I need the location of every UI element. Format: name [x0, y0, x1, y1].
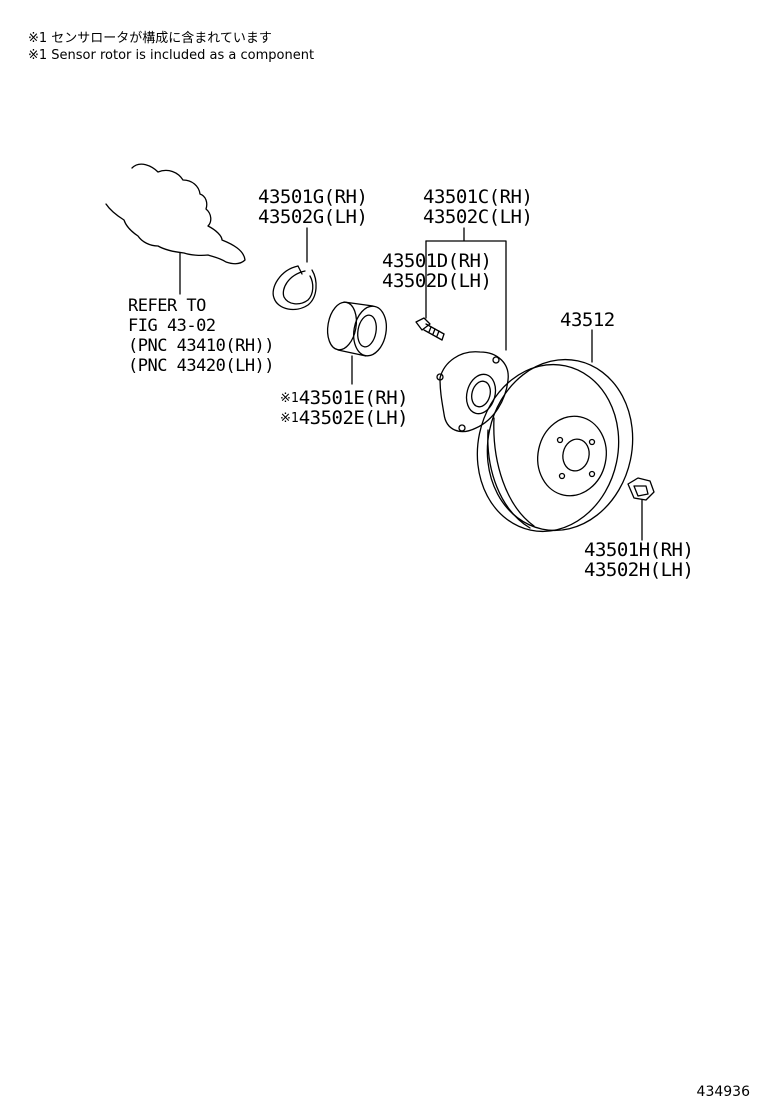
disc-label: 43512: [560, 309, 615, 331]
bearing-label-rh: ※143501E(RH): [280, 387, 409, 409]
nut-part: [627, 477, 655, 501]
snap-ring-label-rh: 43501G(RH): [258, 186, 368, 208]
bearing-number-lh: 43502E(LH): [298, 407, 409, 429]
bearing-label-lh: ※143502E(LH): [280, 407, 409, 429]
hub-bolt-label-rh: 43501D(RH): [382, 250, 492, 272]
reference-line-4: (PNC 43420(LH)): [128, 356, 275, 376]
reference-line-1: REFER TO: [128, 296, 206, 316]
nut-label-rh: 43501H(RH): [584, 539, 694, 561]
hub-bracket: [425, 227, 507, 351]
nut-label-lh: 43502H(LH): [584, 559, 694, 581]
disc-part: [476, 358, 634, 533]
component-mark: ※1: [280, 411, 299, 426]
reference-line-3: (PNC 43410(RH)): [128, 336, 275, 356]
note-english: ※1 Sensor rotor is included as a compone…: [28, 48, 315, 63]
hub-label-lh: 43502C(LH): [423, 206, 533, 228]
hub-part: [436, 351, 509, 433]
hub-bolt-part: [415, 317, 445, 341]
component-mark: ※1: [280, 391, 299, 406]
bearing-number-rh: 43501E(RH): [298, 387, 409, 409]
reference-line-2: FIG 43-02: [128, 316, 216, 336]
hub-label-rh: 43501C(RH): [423, 186, 533, 208]
illustration-code: 434936: [696, 1084, 750, 1100]
reference-cloud-outline: [105, 163, 246, 265]
snap-ring-label-lh: 43502G(LH): [258, 206, 368, 228]
snap-ring-part: [272, 265, 317, 311]
hub-bolt-label-lh: 43502D(LH): [382, 270, 492, 292]
bearing-part: [326, 301, 387, 357]
note-japanese: ※1 センサロータが構成に含まれています: [28, 31, 272, 46]
